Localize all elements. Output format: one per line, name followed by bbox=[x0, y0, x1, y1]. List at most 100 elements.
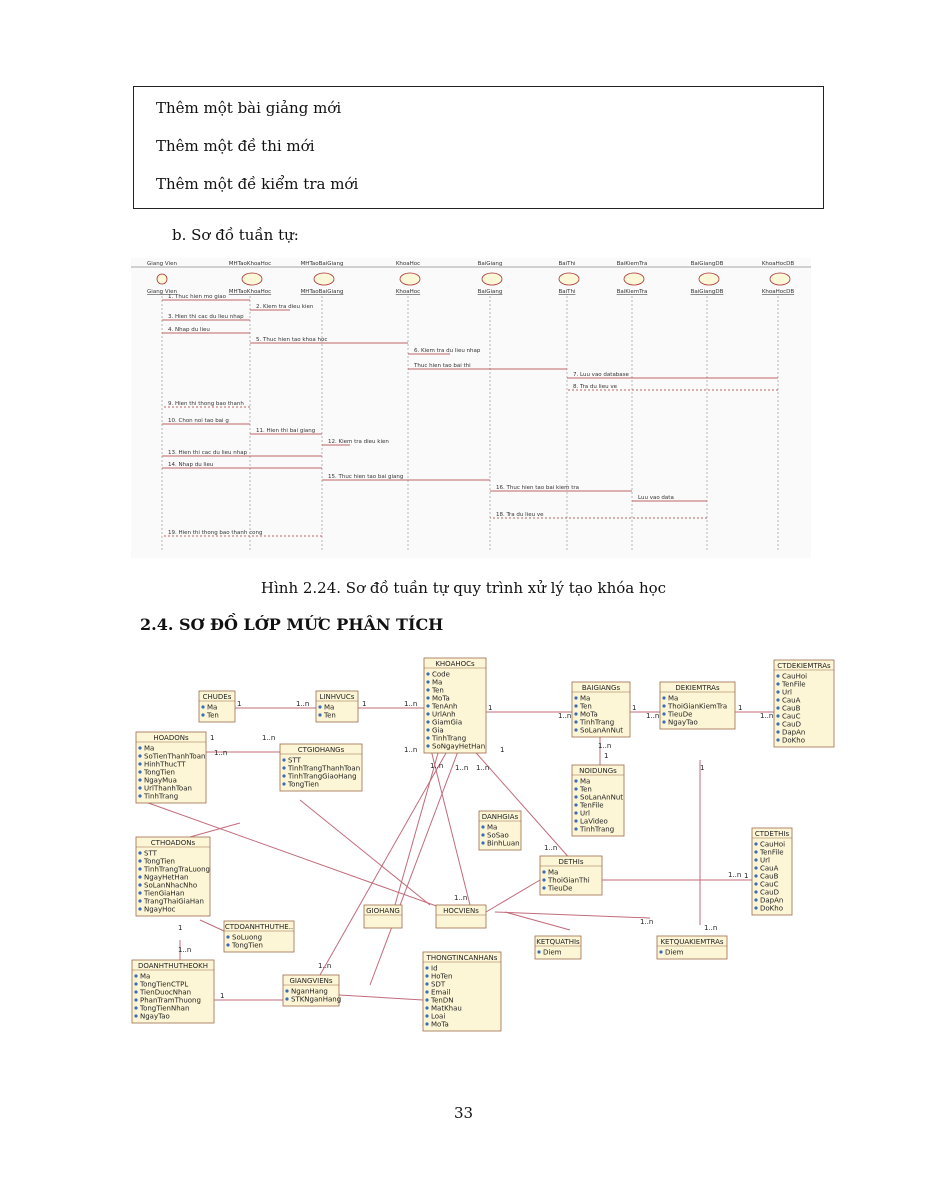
attribute-icon bbox=[776, 714, 780, 718]
attribute-icon bbox=[754, 898, 758, 902]
message-label: 4. Nhap du lieu bbox=[168, 327, 210, 333]
attribute-icon bbox=[776, 690, 780, 694]
attribute-icon bbox=[776, 698, 780, 702]
message-label: 6. Kiem tra du lieu nhap bbox=[414, 348, 481, 354]
multiplicity-label: 1 bbox=[632, 704, 636, 712]
attribute-icon bbox=[201, 713, 205, 717]
class-attribute: TenDN bbox=[430, 997, 453, 1005]
multiplicity-label: 1 bbox=[362, 700, 366, 708]
actor-icon bbox=[156, 273, 168, 285]
multiplicity-label: 1..n bbox=[476, 764, 489, 772]
class-attribute: TenFile bbox=[759, 849, 784, 857]
class-name: THONGTINCANHANs bbox=[426, 954, 498, 962]
class-attribute: Code bbox=[432, 671, 450, 679]
attribute-icon bbox=[425, 990, 429, 994]
attribute-icon bbox=[754, 850, 758, 854]
class-attribute: Ma bbox=[144, 745, 154, 753]
attribute-icon bbox=[662, 712, 666, 716]
class-attribute: SoTienThanhToan bbox=[144, 753, 205, 761]
attribute-icon bbox=[134, 998, 138, 1002]
message-label: Thuc hien tao bai thi bbox=[413, 363, 471, 369]
multiplicity-label: 1 bbox=[604, 752, 608, 760]
class-attribute: PhanTramThuong bbox=[140, 997, 201, 1005]
association-line bbox=[494, 911, 651, 919]
attribute-icon bbox=[425, 1006, 429, 1010]
message-label: 7. Luu vao database bbox=[573, 372, 630, 378]
multiplicity-label: 1 bbox=[744, 872, 748, 880]
class-attribute: BinhLuan bbox=[487, 840, 520, 848]
attribute-icon bbox=[134, 982, 138, 986]
usecase-item: Thêm một đề thi mới bbox=[156, 137, 315, 155]
attribute-icon bbox=[659, 950, 663, 954]
multiplicity-label: 1 bbox=[738, 704, 742, 712]
message-label: 8. Tra du lieu ve bbox=[573, 384, 618, 390]
lifeline-object bbox=[698, 272, 720, 286]
class-attribute: DapAn bbox=[760, 897, 783, 905]
usecase-box: Thêm một bài giảng mới Thêm một đề thi m… bbox=[133, 86, 824, 209]
attribute-icon bbox=[574, 795, 578, 799]
class-attribute: SoLanAnNut bbox=[580, 727, 623, 735]
attribute-icon bbox=[776, 730, 780, 734]
message-label: 12. Kiem tra dieu kien bbox=[328, 439, 389, 445]
class-name: GIANGVIENs bbox=[289, 977, 332, 985]
class-attribute: LaVideo bbox=[580, 818, 608, 826]
class-attribute: Url bbox=[782, 689, 792, 697]
multiplicity-label: 1 bbox=[700, 764, 704, 772]
lifeline-object bbox=[558, 272, 580, 286]
attribute-icon bbox=[425, 998, 429, 1002]
class-name: KETQUATHIs bbox=[536, 938, 580, 946]
usecase-item: Thêm một bài giảng mới bbox=[156, 99, 342, 117]
attribute-icon bbox=[542, 870, 546, 874]
message-label: 9. Hien thi thong bao thanh bbox=[168, 401, 244, 407]
association-line bbox=[504, 911, 571, 931]
lifeline-name: KhoaHocDB bbox=[762, 289, 795, 295]
class-box: CTGIOHANGsSTTTinhTrangThanhToanTinhTrang… bbox=[279, 743, 363, 792]
class-attribute: TrangThaiGiaHan bbox=[143, 898, 204, 906]
association-line bbox=[369, 745, 461, 986]
class-attribute: TienDuocNhan bbox=[139, 989, 191, 997]
attribute-icon bbox=[537, 950, 541, 954]
class-box: THONGTINCANHANsIdHoTenSDTEmailTenDNMatKh… bbox=[422, 951, 502, 1032]
attribute-icon bbox=[134, 1014, 138, 1018]
class-attribute: SoNgayHetHan bbox=[432, 743, 485, 751]
class-attribute: TongTienCTPL bbox=[139, 981, 188, 989]
lifeline-header: MHTaoKhoaHoc bbox=[229, 261, 271, 267]
class-attribute: NganHang bbox=[291, 988, 328, 996]
class-attribute: Ma bbox=[548, 869, 558, 877]
attribute-icon bbox=[754, 882, 758, 886]
attribute-icon bbox=[425, 1014, 429, 1018]
class-attribute: CauHoi bbox=[782, 673, 807, 681]
class-attribute: SDT bbox=[431, 981, 446, 989]
multiplicity-label: 1..n bbox=[178, 946, 191, 954]
message-label: 1. Thuc hien mo giao bbox=[168, 294, 227, 300]
attribute-icon bbox=[574, 819, 578, 823]
attribute-icon bbox=[542, 886, 546, 890]
class-attribute: NgayTao bbox=[140, 1013, 170, 1021]
attribute-icon bbox=[282, 782, 286, 786]
lifeline-header: Giang Vien bbox=[147, 261, 177, 267]
multiplicity-label: 1 bbox=[220, 992, 224, 1000]
lifeline-name: BaiKiemTra bbox=[617, 289, 648, 295]
class-attribute: NgayHoc bbox=[144, 906, 176, 914]
attribute-icon bbox=[138, 754, 142, 758]
multiplicity-label: 1 bbox=[500, 746, 504, 754]
attribute-icon bbox=[481, 841, 485, 845]
class-attribute: SoSao bbox=[487, 832, 509, 840]
class-name: KHOAHOCs bbox=[435, 660, 475, 668]
multiplicity-label: 1..n bbox=[404, 746, 417, 754]
attribute-icon bbox=[426, 712, 430, 716]
attribute-icon bbox=[138, 770, 142, 774]
class-box: CTDETHIsCauHoiTenFileUrlCauACauBCauCCauD… bbox=[751, 827, 793, 916]
attribute-icon bbox=[574, 787, 578, 791]
attribute-icon bbox=[754, 874, 758, 878]
class-name: DANHGIAs bbox=[482, 813, 519, 821]
attribute-icon bbox=[574, 712, 578, 716]
class-box: KHOAHOCsCodeMaTenMoTaTenAnhUrlAnhGiamGia… bbox=[423, 657, 487, 754]
class-attribute: TenFile bbox=[781, 681, 806, 689]
association-line bbox=[485, 879, 541, 913]
attribute-icon bbox=[226, 935, 230, 939]
